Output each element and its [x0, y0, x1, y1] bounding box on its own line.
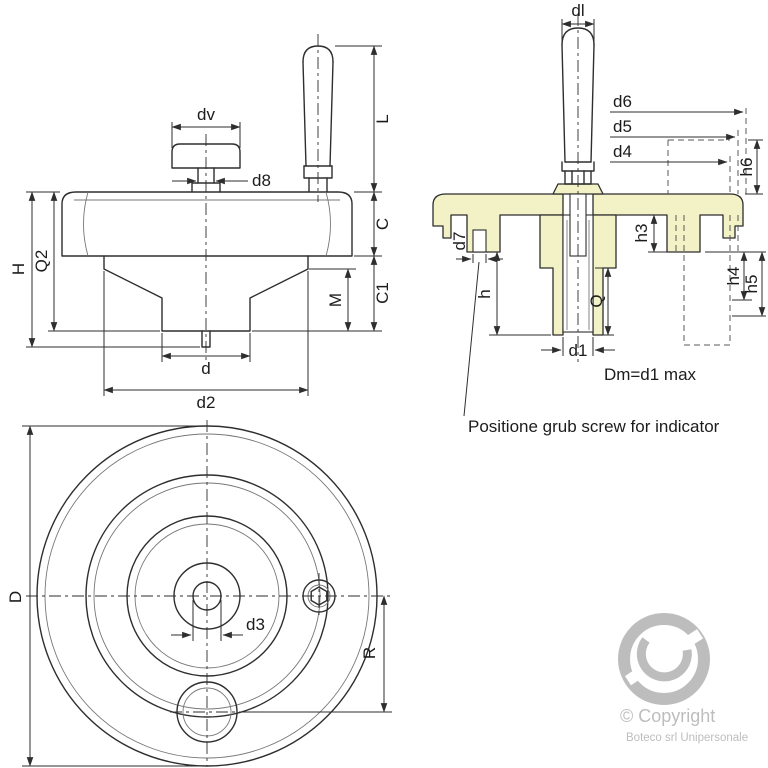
dim-M — [309, 268, 356, 332]
label-H: H — [9, 263, 28, 275]
label-D: D — [6, 591, 25, 603]
dim-D — [22, 425, 204, 767]
section-right — [592, 193, 744, 253]
watermark-logo — [618, 613, 710, 705]
hub-left — [539, 214, 564, 336]
label-L: L — [373, 114, 392, 123]
watermark: © Copyright Boteco srl Unipersonale — [618, 613, 748, 744]
label-h6: h6 — [737, 158, 756, 177]
dim-d1 — [541, 337, 615, 356]
dim-d2 — [103, 271, 309, 396]
section-left — [432, 193, 564, 253]
rim-profile — [61, 191, 353, 257]
label-d3: d3 — [246, 615, 265, 634]
front-view: D d3 R — [6, 420, 392, 767]
watermark-copyright: © Copyright — [620, 706, 715, 726]
label-d2: d2 — [197, 393, 216, 412]
hub-circle — [173, 562, 241, 630]
hub-profile — [103, 255, 309, 332]
indicator-hidden-lines — [667, 108, 747, 346]
grub-screw-hole — [472, 229, 487, 253]
knob-cap — [171, 143, 241, 169]
label-R: R — [360, 647, 379, 659]
dim-C1 — [252, 255, 382, 332]
dim-h — [489, 251, 551, 336]
label-h4: h4 — [724, 267, 743, 286]
dim-h5 — [732, 251, 766, 317]
label-h5: h5 — [742, 275, 761, 294]
dim-Q — [595, 267, 614, 336]
label-dv: dv — [197, 105, 215, 124]
dim-h3 — [648, 214, 667, 253]
side-view: dv d8 L C C1 M — [9, 34, 392, 412]
annotation-grub-screw: Positione grub screw for indicator — [468, 417, 720, 436]
label-d1: d1 — [569, 341, 588, 360]
label-Q2: Q2 — [32, 250, 51, 273]
dim-R — [240, 595, 392, 713]
label-d7: d7 — [450, 232, 469, 251]
label-M: M — [326, 293, 345, 307]
dim-h4 — [705, 251, 766, 301]
label-dm: Dm=d1 max — [604, 365, 697, 384]
dim-dv — [171, 122, 241, 148]
label-d: d — [201, 359, 210, 378]
section-view: dl d6 d5 d4 h6 h3 — [432, 1, 766, 436]
label-C: C — [373, 218, 392, 230]
label-h3: h3 — [632, 224, 651, 243]
annotation-leader — [463, 261, 480, 417]
label-d5: d5 — [613, 117, 632, 136]
dim-L — [335, 45, 382, 193]
watermark-company: Boteco srl Unipersonale — [626, 732, 748, 744]
dim-h6 — [745, 139, 763, 195]
label-dl: dl — [571, 1, 584, 20]
dim-C — [354, 191, 382, 257]
label-h: h — [475, 289, 494, 298]
label-d8: d8 — [252, 171, 271, 190]
dim-d3 — [171, 600, 243, 641]
dim-d — [161, 333, 251, 362]
hub-right — [592, 214, 617, 336]
dim-d7 — [456, 254, 503, 263]
label-Q: Q — [587, 294, 606, 307]
dim-dl — [561, 19, 595, 42]
label-C1: C1 — [373, 282, 392, 304]
label-d6: d6 — [613, 92, 632, 111]
dim-H — [26, 191, 200, 348]
label-d4: d4 — [613, 142, 632, 161]
